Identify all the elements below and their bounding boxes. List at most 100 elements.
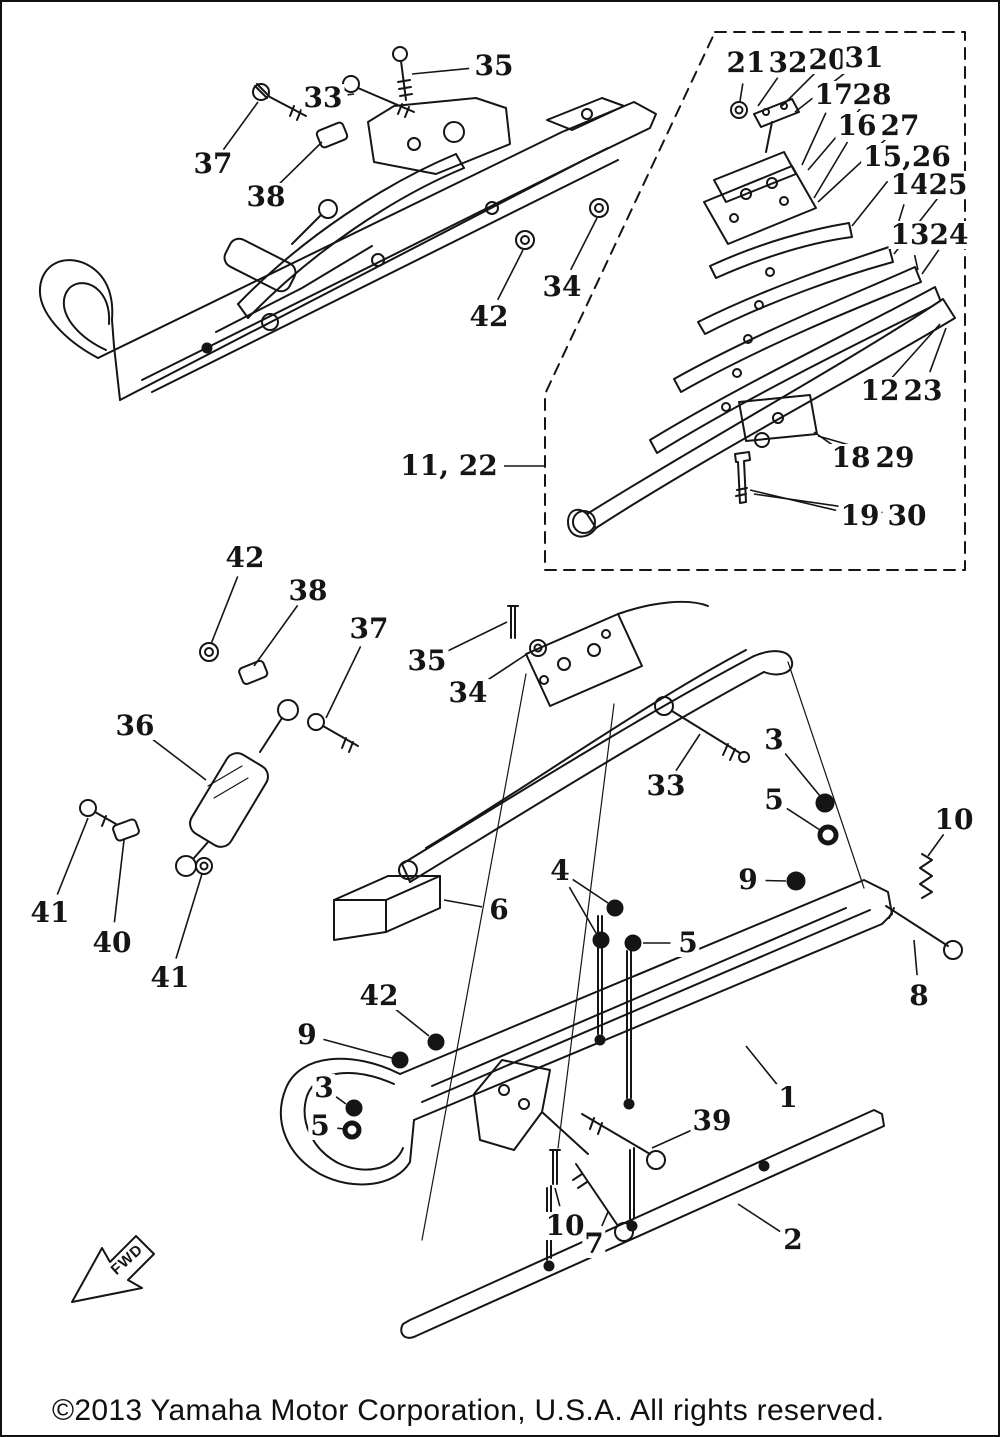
bolt-33 — [654, 696, 674, 716]
bolt-41 — [79, 799, 97, 817]
leaf-spring — [401, 655, 755, 865]
leader-line — [784, 752, 821, 797]
callout-label: 37 — [191, 147, 235, 180]
callout-label: 15,26 — [861, 140, 953, 173]
pivot-bracket — [367, 97, 511, 175]
callout-label: 34 — [540, 270, 584, 303]
bolt-39 — [646, 1150, 666, 1170]
bolt-8 — [943, 940, 963, 960]
callout-label: 16 — [835, 109, 879, 142]
callout-label: 30 — [885, 499, 929, 532]
nut-42b — [427, 1033, 445, 1051]
shock-absorber — [223, 237, 297, 293]
dashed-boundary — [544, 31, 966, 571]
leader-line — [891, 323, 941, 379]
callout-label: 40 — [90, 926, 134, 959]
washer-5b — [342, 1120, 362, 1140]
callout-label: 34 — [446, 676, 490, 709]
washer-5 — [817, 824, 839, 846]
nut-3 — [815, 793, 835, 813]
bolt-37 — [252, 83, 270, 101]
leader-line — [151, 737, 207, 781]
leader-line — [278, 141, 323, 185]
callout-label: 38 — [286, 574, 330, 607]
leader-line — [325, 646, 362, 719]
leader-line — [443, 899, 483, 908]
callout-label: 2 — [781, 1223, 805, 1256]
copyright-text: ©2013 Yamaha Motor Corporation, U.S.A. A… — [52, 1394, 885, 1427]
callout-label: 7 — [582, 1227, 606, 1260]
leader-line — [485, 651, 531, 682]
leader-line — [675, 733, 701, 772]
callout-label: 39 — [690, 1104, 734, 1137]
leader-line — [337, 1127, 345, 1130]
callout-label: 33 — [644, 769, 688, 802]
callout-label: 27 — [878, 109, 922, 142]
ski-body — [399, 879, 893, 1121]
bolt-37 — [307, 713, 325, 731]
nut-41 — [195, 857, 213, 875]
leader-line — [113, 839, 125, 923]
callout-label: 36 — [113, 709, 157, 742]
callout-label: 6 — [487, 893, 511, 926]
callout-label: 12 — [858, 374, 902, 407]
ski-tip-loop — [279, 1057, 415, 1186]
leader-line — [757, 77, 779, 107]
leader-line — [651, 1129, 692, 1149]
nut-9 — [786, 871, 806, 891]
leader-line — [569, 217, 598, 271]
callout-label: 3 — [312, 1071, 336, 1104]
leader-line — [394, 1008, 430, 1037]
callout-label: 28 — [850, 78, 894, 111]
callout-label: 11, 22 — [398, 449, 500, 482]
pin-10 — [549, 1149, 561, 1185]
callout-label: 41 — [148, 961, 192, 994]
callout-label: 17 — [812, 78, 856, 111]
nut-4a — [606, 899, 624, 917]
clip-bolt-19 — [734, 451, 751, 504]
leaf-spring-main — [586, 298, 956, 529]
callout-label: 1 — [776, 1081, 800, 1114]
callout-label: 42 — [467, 300, 511, 333]
callout-label: 5 — [308, 1109, 332, 1142]
callout-label: 42 — [223, 541, 267, 574]
callout-label: 35 — [405, 644, 449, 677]
callout-label: 20 — [806, 43, 850, 76]
callout-label: 32 — [766, 46, 810, 79]
leader-line — [737, 1203, 781, 1233]
pin-35 — [507, 605, 519, 639]
nut-42 — [515, 230, 535, 250]
callout-label: 24 — [927, 218, 971, 251]
callout-label: 42 — [357, 979, 401, 1012]
callout-label: 10 — [543, 1209, 587, 1242]
leader-line — [323, 1038, 393, 1059]
leaf-spring-3 — [673, 266, 922, 393]
leader-line — [447, 621, 508, 652]
callout-label: 37 — [347, 612, 391, 645]
leader-line — [921, 249, 940, 275]
callout-label: 9 — [736, 863, 760, 896]
callout-label: 41 — [28, 896, 72, 929]
nut-5 — [624, 934, 642, 952]
nut-21 — [730, 101, 748, 119]
callout-label: 8 — [907, 979, 931, 1012]
leader-line — [347, 93, 355, 96]
callout-label: 13 — [888, 218, 932, 251]
washer-plate-20 — [753, 98, 800, 128]
callout-label: 31 — [842, 41, 886, 74]
callout-label: 3 — [762, 723, 786, 756]
leader-line — [222, 101, 259, 151]
leaf-spring-mounted — [237, 153, 457, 305]
leader-line — [568, 886, 597, 934]
callout-label: 29 — [873, 441, 917, 474]
spring-mount-plate — [525, 613, 643, 707]
wear-runner — [400, 1109, 885, 1339]
leader-line — [601, 1211, 609, 1227]
leader-line — [765, 879, 787, 882]
callout-label: 25 — [926, 168, 970, 201]
leader-line — [554, 1187, 561, 1207]
callout-label: 5 — [676, 926, 700, 959]
leader-line — [913, 254, 919, 271]
